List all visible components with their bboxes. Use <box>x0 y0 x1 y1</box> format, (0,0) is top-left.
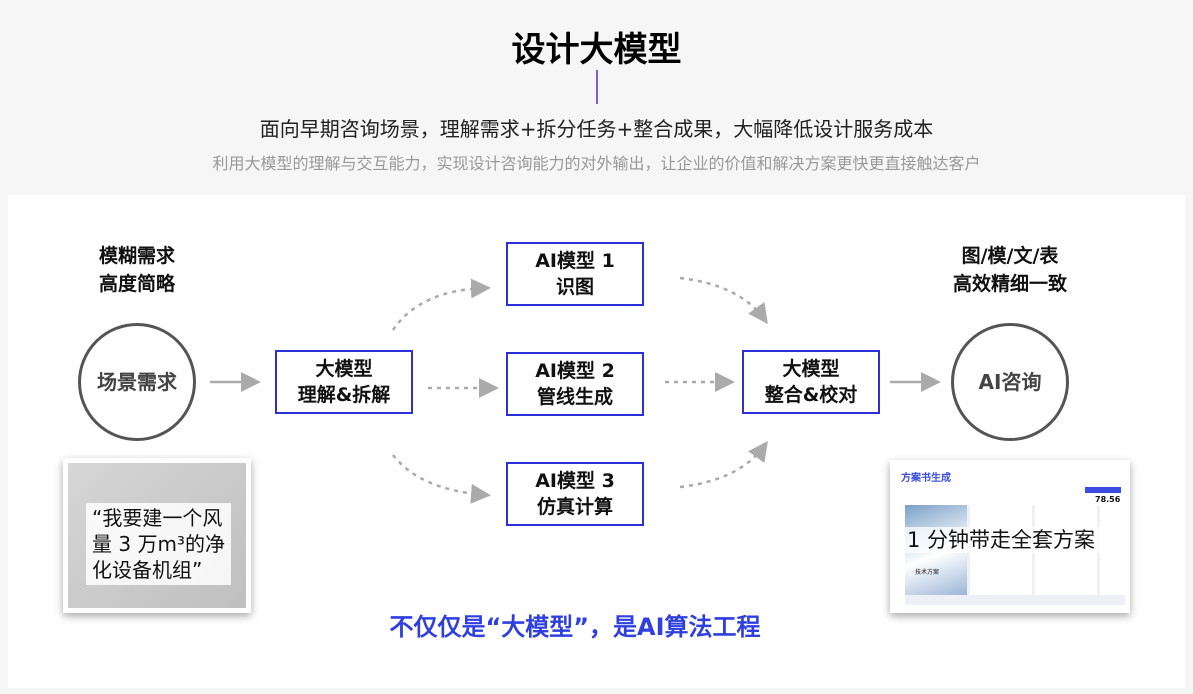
scene-demand-circle: 场景需求 <box>78 323 196 441</box>
plan-screenshot: 方案书生成 78.56 技术方案 1 分钟带走全套方案 <box>890 460 1130 613</box>
quote-line: 化设备机组” <box>92 558 203 582</box>
arrow <box>679 276 768 325</box>
quote-line: 量 3 万m³的净 <box>92 532 225 556</box>
label-line: 高度简略 <box>98 273 175 295</box>
box-line: AI模型 1 <box>535 250 615 272</box>
ai-model-1-box: AI模型 1 识图 <box>506 242 644 306</box>
screenshot-overlay: 1 分钟带走全套方案 <box>901 527 1102 553</box>
sketch-image: “我要建一个风 量 3 万m³的净 化设备机组” <box>68 463 246 608</box>
screenshot-image: 方案书生成 78.56 技术方案 1 分钟带走全套方案 <box>895 465 1125 608</box>
integrate-box: 大模型整合&校对 <box>742 350 880 414</box>
arrow <box>391 278 491 331</box>
box-line: 大模型 <box>782 358 840 380</box>
box-line: 仿真计算 <box>536 496 613 518</box>
subtitle: 面向早期咨询场景，理解需求+拆分任务+整合成果，大幅降低设计服务成本 <box>259 117 934 141</box>
box-line: AI模型 3 <box>535 470 615 492</box>
tagline: 不仅仅是“大模型”，是AI算法工程 <box>389 613 761 641</box>
screenshot-button <box>1085 487 1121 493</box>
output-label: 图/模/文/表高效精细一致 <box>910 242 1110 298</box>
divider <box>596 70 598 104</box>
box-line: AI模型 2 <box>535 360 615 382</box>
box-line: 理解&拆解 <box>297 384 391 406</box>
doc-title: 技术方案 <box>915 569 940 576</box>
label-line: 模糊需求 <box>98 245 175 267</box>
page-title: 设计大模型 <box>511 30 682 70</box>
ai-consult-circle: AI咨询 <box>951 323 1069 441</box>
arrow <box>679 440 768 489</box>
box-line: 识图 <box>555 276 594 298</box>
ai-model-2-box: AI模型 2 管线生成 <box>506 352 644 416</box>
quote-line: “我要建一个风 <box>92 506 223 530</box>
sketch-photo: “我要建一个风 量 3 万m³的净 化设备机组” <box>63 458 251 613</box>
input-label: 模糊需求高度简略 <box>37 242 237 298</box>
understand-box: 大模型理解&拆解 <box>275 350 413 414</box>
label-line: 高效精细一致 <box>952 273 1067 295</box>
screenshot-title: 方案书生成 <box>901 473 951 484</box>
box-line: 大模型 <box>315 358 373 380</box>
ai-model-3-box: AI模型 3 仿真计算 <box>506 462 644 526</box>
arrow <box>392 454 491 504</box>
photo-quote: “我要建一个风 量 3 万m³的净 化设备机组” <box>86 503 231 585</box>
label-line: 图/模/文/表 <box>961 245 1059 267</box>
description: 利用大模型的理解与交互能力，实现设计咨询能力的对外输出，让企业的价值和解决方案更… <box>212 154 981 173</box>
box-line: 整合&校对 <box>764 384 858 406</box>
screenshot-price: 78.56 <box>1095 495 1121 504</box>
doc-page <box>1100 505 1125 595</box>
box-line: 管线生成 <box>536 386 613 408</box>
doc-area: 技术方案 <box>905 505 1125 605</box>
